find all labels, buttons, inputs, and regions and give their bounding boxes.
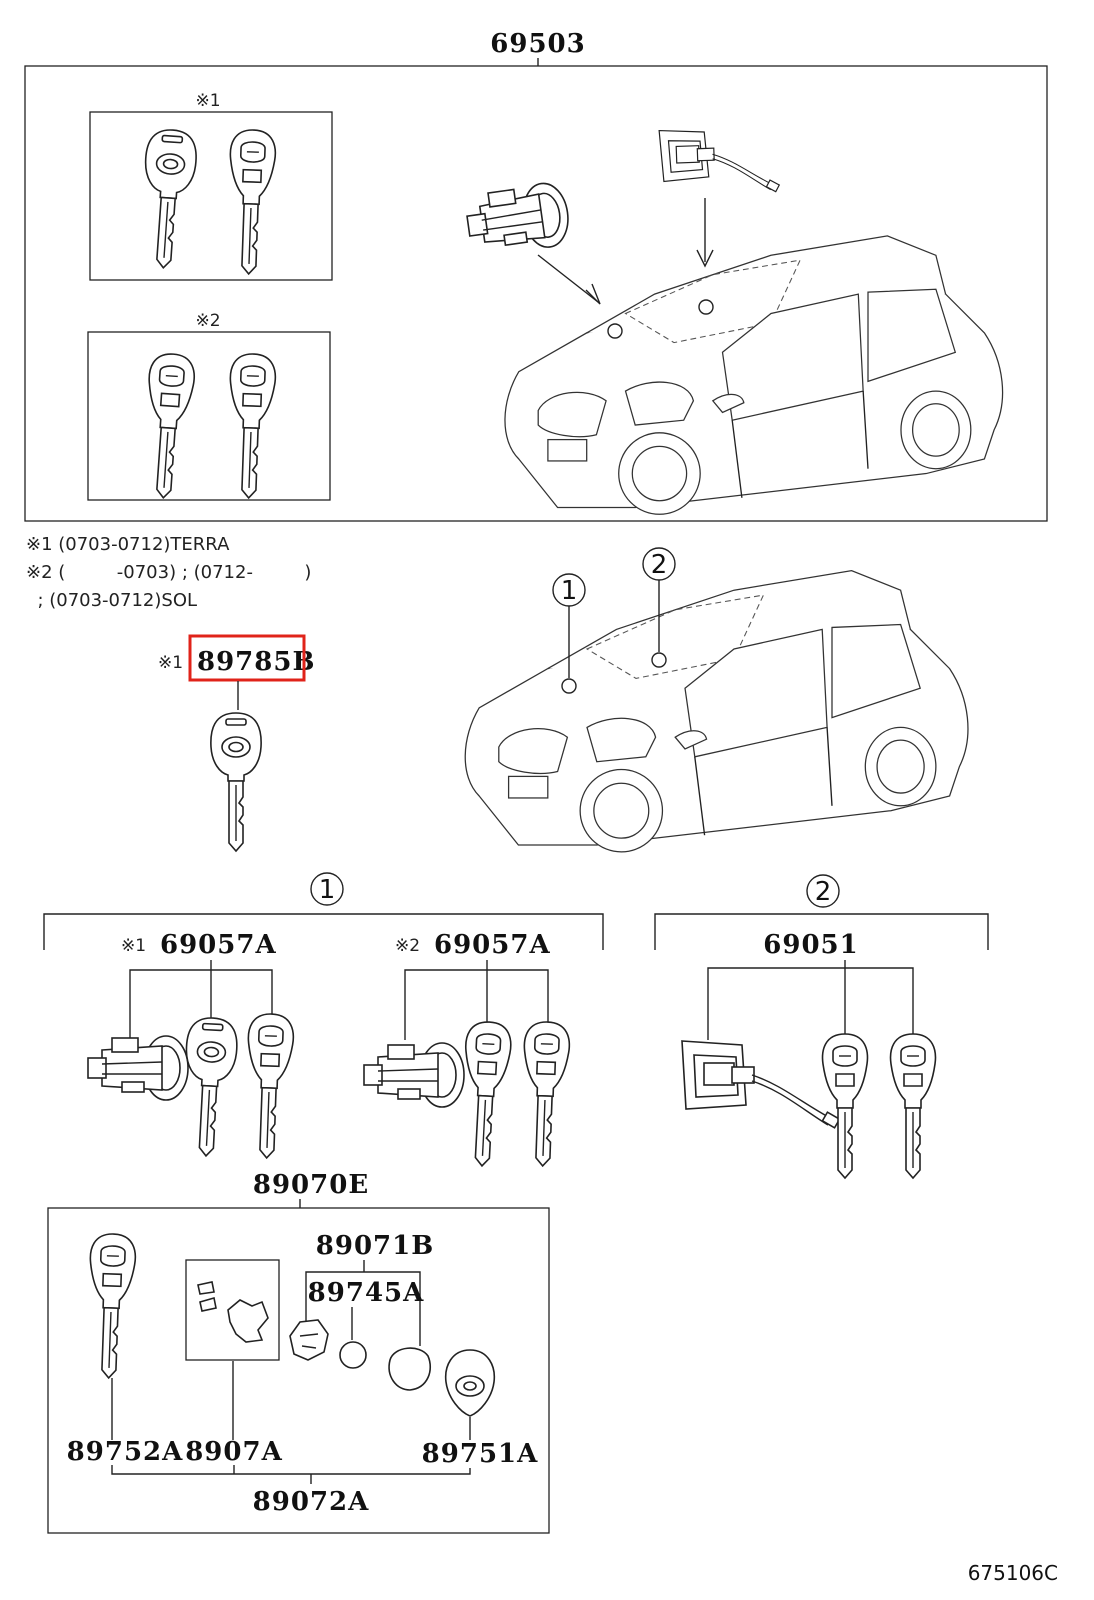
remote-key-icon <box>140 351 197 501</box>
part-number-8907A[interactable]: 8907A <box>185 1437 283 1467</box>
remote-circuit-board-icon <box>289 1319 329 1361</box>
note-line-1: ※1 (0703-0712)TERRA <box>26 534 230 555</box>
remote-key-icon <box>519 1020 571 1168</box>
part-number-89785B[interactable]: 89785B <box>197 647 315 677</box>
assembly-69503-frame <box>24 65 1048 522</box>
group-callout-2[interactable]: 2 <box>815 877 832 907</box>
ignition-cylinder-icon <box>363 1042 465 1108</box>
group1-left-mark: ※1 <box>121 936 146 956</box>
note-line-3: ; (0703-0712)SOL <box>26 590 197 611</box>
part-number-69057A-right[interactable]: 69057A <box>434 930 551 960</box>
clip-icon <box>199 1296 217 1312</box>
part-number-69057A-left[interactable]: 69057A <box>160 930 277 960</box>
door-lock-cylinder-icon <box>681 1040 841 1129</box>
ignition-cylinder-icon <box>463 179 573 259</box>
remote-key-icon <box>889 1033 937 1179</box>
battery-icon <box>339 1341 367 1369</box>
remote-key-icon <box>243 1012 295 1160</box>
transponder-chip-icon <box>227 1299 269 1343</box>
door-lock-cylinder-icon <box>658 125 781 197</box>
selected-part-mark: ※1 <box>158 653 183 673</box>
remote-key-icon <box>821 1033 869 1179</box>
remote-key-icon <box>225 352 277 500</box>
group-mark-1: ※1 <box>195 91 220 111</box>
transponder-key-icon <box>180 1015 240 1158</box>
transponder-key-icon <box>210 712 262 852</box>
car-illustration <box>464 569 969 853</box>
part-number-89070E[interactable]: 89070E <box>253 1170 369 1200</box>
part-number-89745A[interactable]: 89745A <box>308 1278 425 1308</box>
part-number-69051[interactable]: 69051 <box>763 930 858 960</box>
group-callout-1[interactable]: 1 <box>319 875 336 905</box>
remote-key-icon <box>85 1232 137 1380</box>
figure-code: 675106C <box>968 1561 1058 1585</box>
group-2-frame <box>87 331 331 501</box>
part-number-89071B[interactable]: 89071B <box>316 1231 434 1261</box>
part-8907A-frame <box>185 1259 280 1361</box>
callout-2[interactable]: 2 <box>651 550 668 580</box>
part-number-89752A[interactable]: 89752A <box>67 1437 184 1467</box>
note-line-2: ※2 ( -0703) ; (0712- ) <box>26 562 311 583</box>
group1-right-mark: ※2 <box>395 936 420 956</box>
car-illustration <box>504 235 1004 515</box>
transponder-key-icon <box>137 127 199 271</box>
ignition-cylinder-icon <box>87 1035 189 1101</box>
part-number-69503[interactable]: 69503 <box>490 29 585 59</box>
remote-key-icon <box>458 1020 513 1168</box>
kit-89070E-frame <box>47 1207 550 1534</box>
group-mark-2: ※2 <box>195 311 220 331</box>
selected-part-highlight <box>188 634 306 682</box>
part-number-89072A[interactable]: 89072A <box>253 1487 370 1517</box>
group-1-frame <box>89 111 333 281</box>
remote-key-icon <box>225 128 277 276</box>
part-number-89751A[interactable]: 89751A <box>422 1439 539 1469</box>
key-cover-icon <box>388 1347 432 1391</box>
callout-1[interactable]: 1 <box>561 576 578 606</box>
clip-icon <box>197 1281 215 1295</box>
